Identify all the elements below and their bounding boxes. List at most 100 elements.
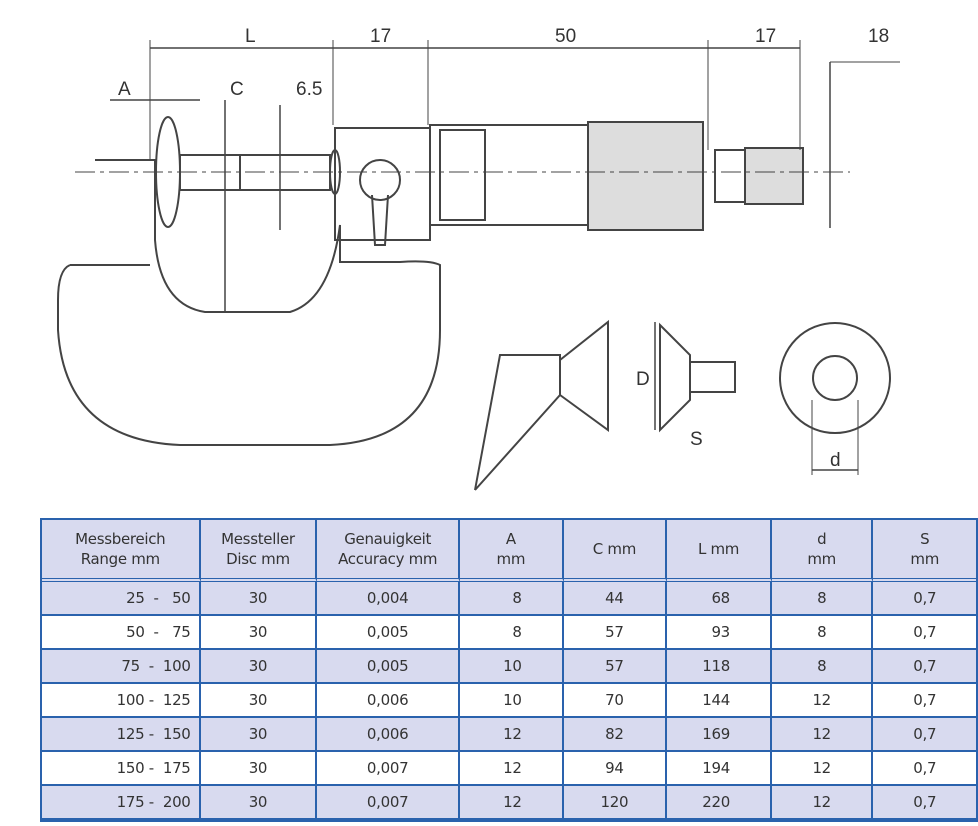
header-line: Genauigkeit xyxy=(344,530,432,548)
table-cell: 30 xyxy=(200,650,318,684)
table-cell: 0,004 xyxy=(317,582,460,616)
header-line: mm xyxy=(910,550,940,568)
table-cell: 220 xyxy=(667,786,772,820)
table-cell: 0,007 xyxy=(317,752,460,786)
table-cell: 125 - 150 xyxy=(42,718,201,752)
table-cell: 175 - 200 xyxy=(42,786,201,820)
table-cell: 30 xyxy=(200,582,318,616)
table-cell: 0,7 xyxy=(873,718,976,752)
table-cell: 68 xyxy=(667,582,772,616)
label-D: D xyxy=(636,369,650,390)
table-cell: 8 xyxy=(459,616,564,650)
table-cell: 50 - 75 xyxy=(42,616,201,650)
table-cell: 57 xyxy=(563,616,668,650)
table-cell: 25 - 50 xyxy=(42,582,201,616)
header-line: Range mm xyxy=(80,550,160,568)
table-cell: 30 xyxy=(200,752,318,786)
table-cell: 30 xyxy=(200,616,318,650)
table-cell: 12 xyxy=(459,786,564,820)
table-cell: 12 xyxy=(459,718,564,752)
table-cell: 0,005 xyxy=(317,650,460,684)
header-line: S xyxy=(920,530,930,548)
table-cell: 8 xyxy=(771,616,874,650)
label-C: C xyxy=(230,79,244,100)
table-cell: 30 xyxy=(200,718,318,752)
header-line: L mm xyxy=(697,540,740,558)
header-d: d mm xyxy=(771,520,874,582)
label-S: S xyxy=(690,429,703,450)
micrometer-drawing: L 17 50 17 18 A C 6.5 D S d xyxy=(57,26,900,491)
table-cell: 120 xyxy=(563,786,668,820)
table-cell: 82 xyxy=(563,718,668,752)
table-cell: 12 xyxy=(771,786,874,820)
table-cell: 0,005 xyxy=(317,616,460,650)
table-cell: 0,006 xyxy=(317,718,460,752)
table-cell: 94 xyxy=(563,752,668,786)
table-cell: 8 xyxy=(771,650,874,684)
table-cell: 0,7 xyxy=(873,616,976,650)
table-cell: 12 xyxy=(459,752,564,786)
table-cell: 169 xyxy=(667,718,772,752)
table-cell: 144 xyxy=(667,684,772,718)
label-d: d xyxy=(830,450,841,471)
table-cell: 0,7 xyxy=(873,684,976,718)
table-cell: 100 - 125 xyxy=(42,684,201,718)
table-cell: 0,006 xyxy=(317,684,460,718)
dim-18: 18 xyxy=(868,26,889,47)
dim-17-right: 17 xyxy=(755,26,776,47)
table-cell: 8 xyxy=(459,582,564,616)
header-line: C mm xyxy=(592,540,637,558)
header-line: mm xyxy=(496,550,526,568)
header-line: Messteller xyxy=(221,530,295,548)
table-cell: 150 - 175 xyxy=(42,752,201,786)
dim-50: 50 xyxy=(555,26,576,47)
table-cell: 93 xyxy=(667,616,772,650)
header-line: Messbereich xyxy=(75,530,166,548)
dim-17-left: 17 xyxy=(370,26,391,47)
dim-L: L xyxy=(245,26,256,47)
header-line: d xyxy=(817,530,827,548)
header-c: C mm xyxy=(563,520,668,582)
table-cell: 10 xyxy=(459,650,564,684)
dim-6-5: 6.5 xyxy=(296,79,322,100)
table-cell: 12 xyxy=(771,718,874,752)
table-cell: 12 xyxy=(771,684,874,718)
table-cell: 0,007 xyxy=(317,786,460,820)
header-line: mm xyxy=(807,550,836,568)
table-cell: 12 xyxy=(771,752,874,786)
table-cell: 0,7 xyxy=(873,752,976,786)
table-cell: 10 xyxy=(459,684,564,718)
label-A: A xyxy=(118,79,131,100)
table-cell: 57 xyxy=(563,650,668,684)
table-cell: 70 xyxy=(563,684,668,718)
table-cell: 0,7 xyxy=(873,582,976,616)
header-line: Disc mm xyxy=(226,550,290,568)
micrometer-frame xyxy=(57,159,441,446)
table-cell: 8 xyxy=(771,582,874,616)
table-cell: 194 xyxy=(667,752,772,786)
table-cell: 75 - 100 xyxy=(42,650,201,684)
table-cell: 30 xyxy=(200,786,318,820)
table-cell: 118 xyxy=(667,650,772,684)
table-cell: 0,7 xyxy=(873,786,976,820)
table-cell: 0,7 xyxy=(873,650,976,684)
header-line: Accuracy mm xyxy=(338,550,438,568)
header-l: L mm xyxy=(667,520,772,582)
table-cell: 30 xyxy=(200,684,318,718)
header-line: A xyxy=(505,530,516,548)
table-cell: 44 xyxy=(563,582,668,616)
